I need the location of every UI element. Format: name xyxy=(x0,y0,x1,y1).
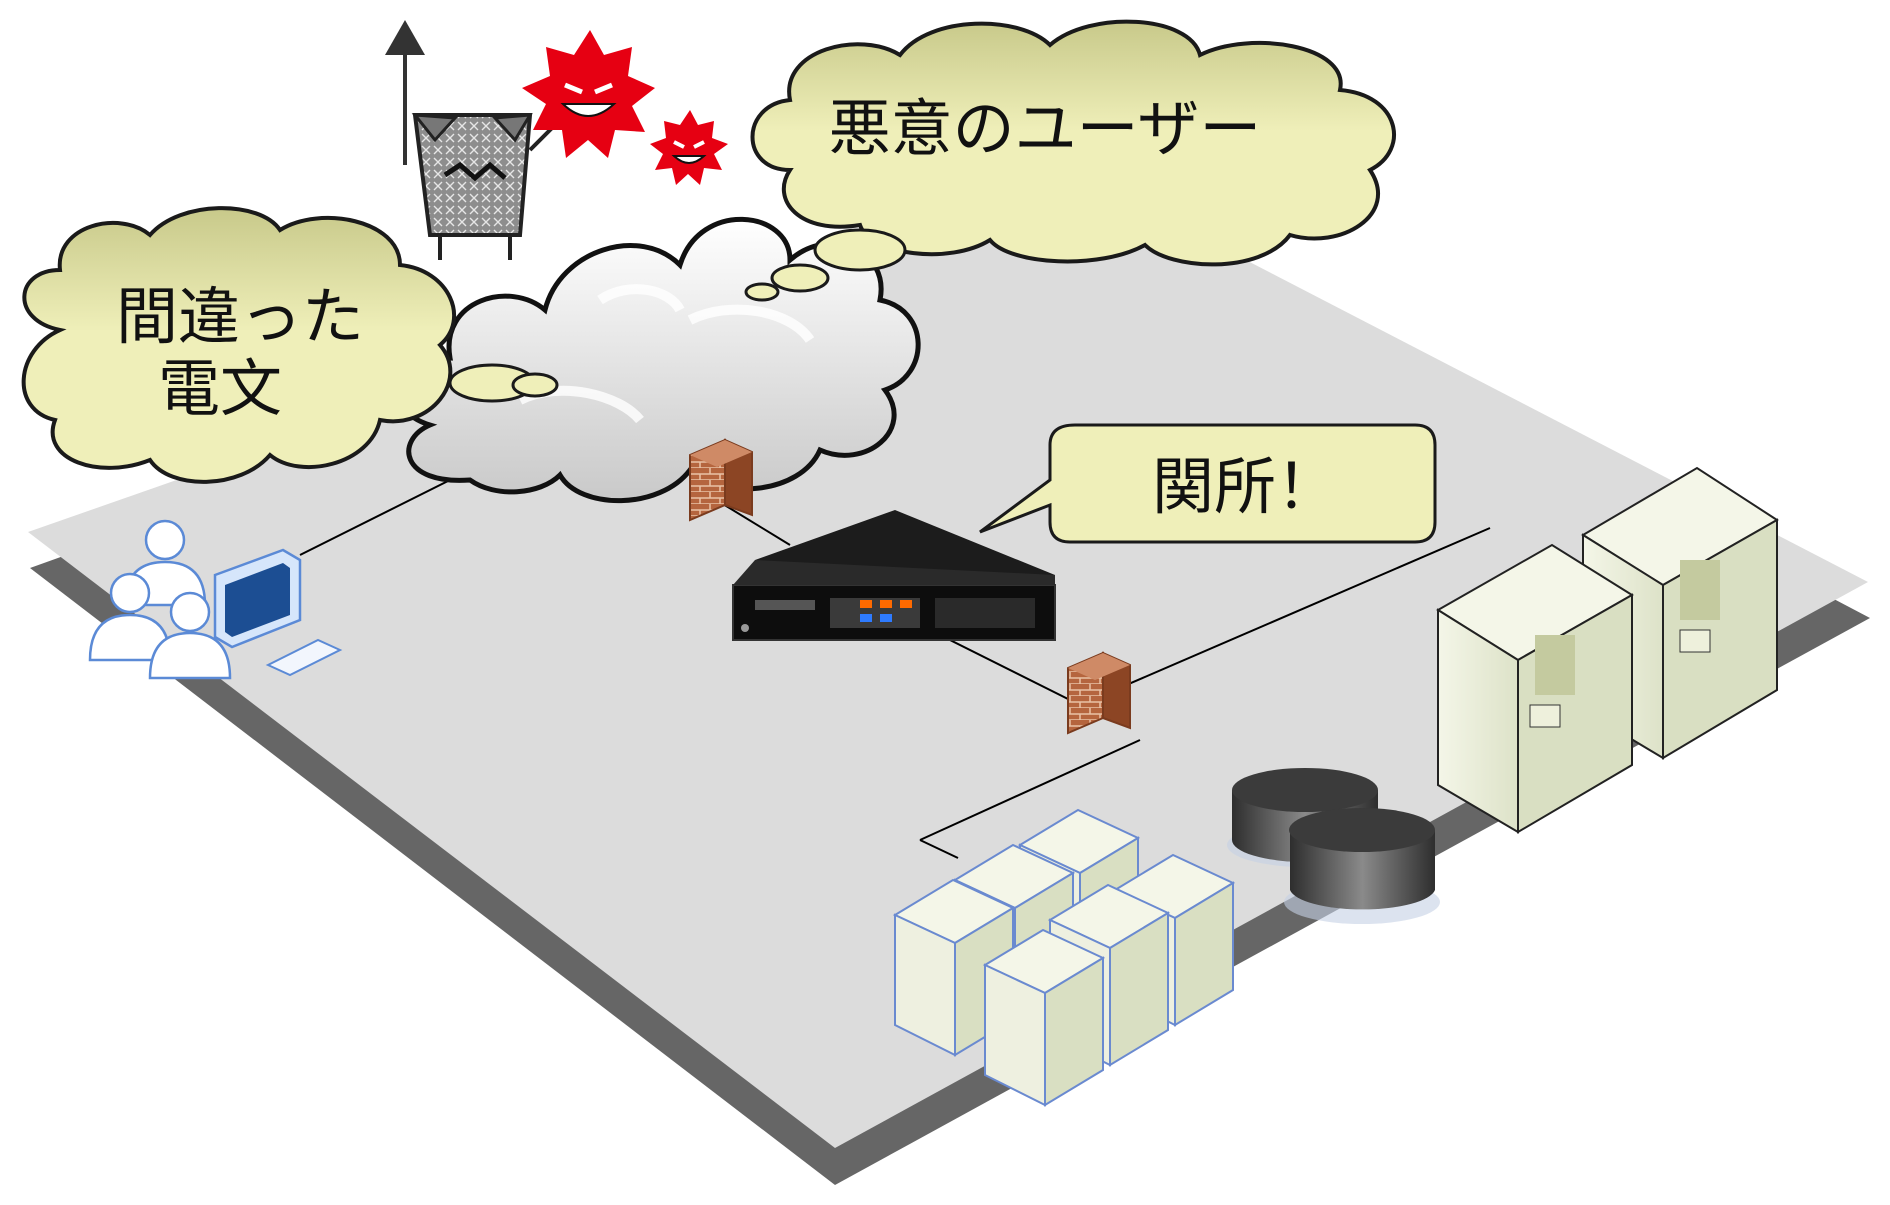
wrong-message-label-line2: 電文 xyxy=(158,352,282,425)
wrong-message-callout: 間違った 電文 xyxy=(21,206,559,484)
malicious-user-callout: 悪意のユーザー xyxy=(744,19,1396,302)
malicious-user-label: 悪意のユーザー xyxy=(829,92,1262,165)
wrong-message-label-line1: 間違った xyxy=(116,280,364,353)
users-icon xyxy=(88,519,232,680)
checkpoint-label: 関所！ xyxy=(1152,450,1338,523)
rack-server-icon xyxy=(1436,543,1634,834)
virus-icon xyxy=(522,30,655,158)
server-icon xyxy=(982,928,1106,1107)
keyboard-icon xyxy=(265,638,343,677)
firewall-icon xyxy=(689,438,753,522)
firewall-icon xyxy=(1067,651,1131,735)
attacker-icon xyxy=(385,20,562,260)
checkpoint-callout: 関所！ xyxy=(979,423,1437,544)
monitor-icon xyxy=(213,548,302,649)
gateway-appliance-icon xyxy=(732,510,1056,641)
storage-disk-icon xyxy=(1284,808,1440,924)
virus-icon xyxy=(650,110,728,185)
